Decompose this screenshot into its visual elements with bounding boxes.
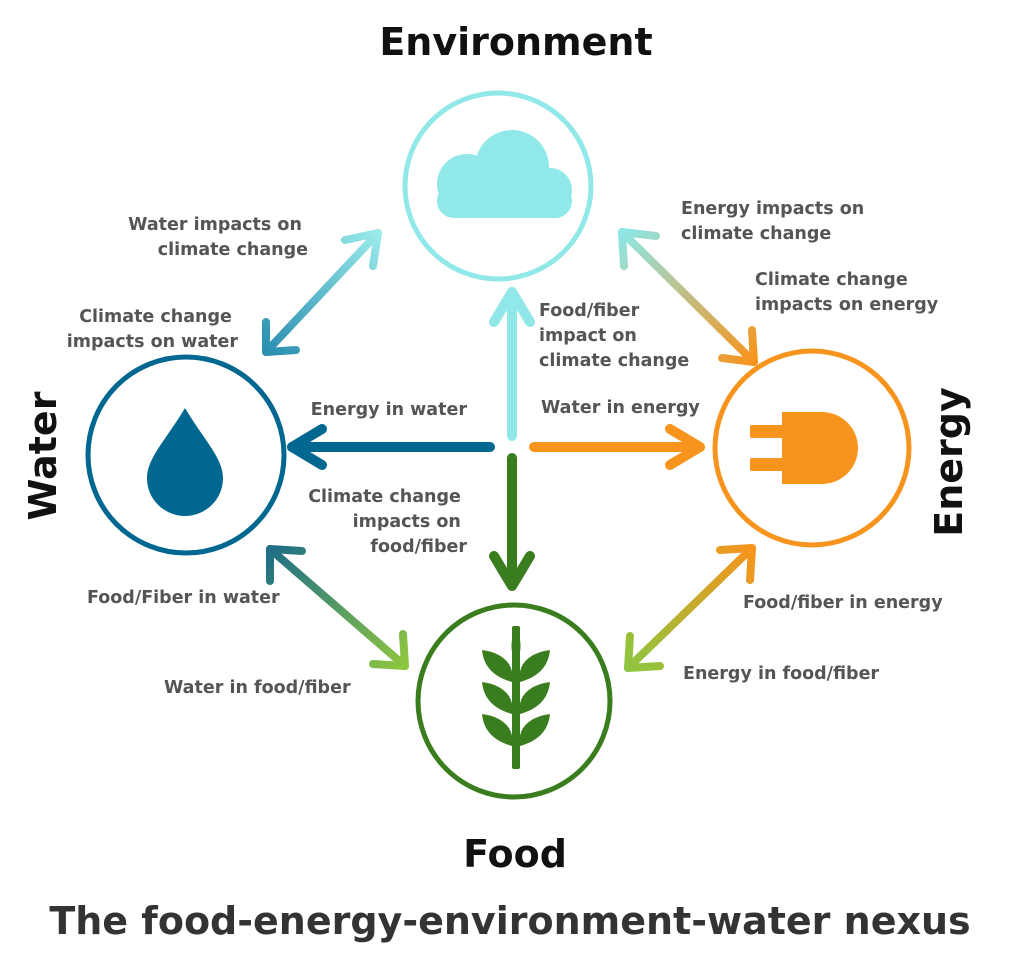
food-to-environment-arrow bbox=[489, 287, 535, 441]
food-to-environment-label: Food/fiber impact on climate change bbox=[539, 301, 689, 371]
energy-in-water-arrow bbox=[287, 424, 495, 470]
environment-to-energy-label: Climate change impacts on energy bbox=[755, 270, 939, 315]
energy-in-food-label: Energy in food/fiber bbox=[683, 664, 879, 684]
environment-to-water-label: Climate change impacts on water bbox=[67, 307, 239, 352]
food-node-circle bbox=[415, 602, 613, 800]
water-in-energy-label: Water in energy bbox=[541, 398, 700, 418]
energy-in-water-label: Energy in water bbox=[311, 400, 468, 420]
energy-title: Energy bbox=[927, 387, 971, 537]
environment-node-circle bbox=[402, 90, 594, 282]
water-food-arrow bbox=[266, 545, 409, 670]
water-node-circle bbox=[85, 354, 287, 556]
water-to-environment-label: Water impacts on climate change bbox=[128, 215, 308, 260]
wheat-icon bbox=[482, 626, 550, 769]
food-title: Food bbox=[463, 832, 567, 876]
food-in-water-label: Food/Fiber in water bbox=[87, 588, 280, 608]
water-drop-icon bbox=[147, 408, 223, 516]
energy-environment-arrow bbox=[618, 228, 758, 366]
cloud-icon bbox=[437, 130, 572, 218]
climate-to-food-label: Climate change impacts on food/fiber bbox=[308, 487, 467, 557]
food-in-energy-label: Food/fiber in energy bbox=[743, 593, 943, 613]
energy-node-circle bbox=[712, 348, 912, 548]
diagram-caption: The food-energy-environment-water nexus bbox=[49, 899, 970, 943]
water-environment-arrow bbox=[262, 229, 382, 356]
water-in-food-label: Water in food/fiber bbox=[164, 678, 351, 698]
environment-title: Environment bbox=[379, 20, 652, 64]
energy-to-environment-label: Energy impacts on climate change bbox=[681, 199, 870, 244]
water-in-energy-arrow bbox=[529, 424, 705, 470]
water-title: Water bbox=[21, 391, 65, 520]
climate-to-food-arrow bbox=[489, 453, 535, 591]
plug-icon bbox=[750, 412, 858, 484]
energy-food-arrow bbox=[624, 544, 756, 672]
